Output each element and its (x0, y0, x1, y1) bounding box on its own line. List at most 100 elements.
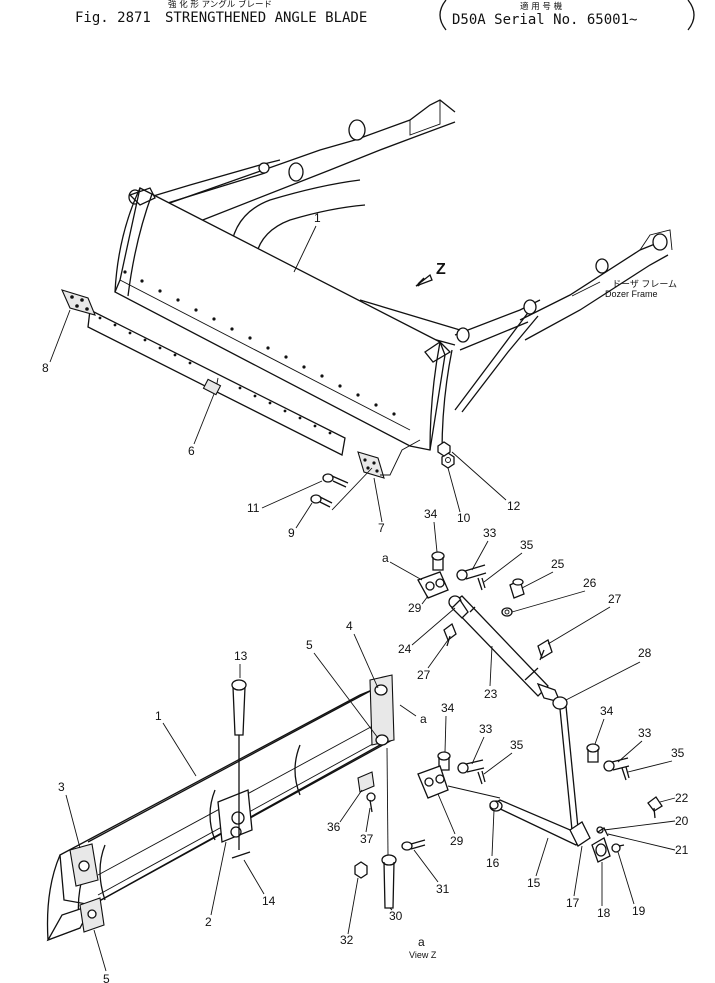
callout-33-mid: 33 (479, 722, 493, 736)
nut-32 (354, 861, 368, 879)
callout-32: 32 (340, 933, 354, 947)
callout-35-top: 35 (520, 538, 534, 552)
callout-18: 18 (597, 906, 611, 920)
block-17 (569, 821, 591, 847)
serial-bracket-right (687, 0, 695, 31)
pin-30 (381, 747, 397, 909)
title-japanese: 強 化 形 アングル ブレード (168, 0, 272, 10)
end-bit-left (61, 289, 96, 316)
callout-6: 6 (188, 444, 195, 458)
callout-28: 28 (638, 646, 652, 660)
tilt-cylinder-23 (448, 595, 549, 697)
bolt-31 (401, 839, 426, 851)
callout-13: 13 (234, 649, 248, 663)
washer-26 (501, 607, 513, 617)
serial-bracket-left (439, 0, 447, 31)
callout-37: 37 (360, 832, 374, 846)
callout-19: 19 (632, 904, 646, 918)
plate-36 (357, 771, 375, 793)
figure-number: Fig. 2871 (75, 10, 151, 26)
callout-35-mid: 35 (510, 738, 524, 752)
callout-10: 10 (457, 511, 471, 525)
brace-15 (489, 799, 583, 846)
fitting-21 (597, 827, 609, 837)
callout-34-top: 34 (424, 507, 438, 521)
callout-7: 7 (378, 521, 385, 535)
callout-5-top: 5 (306, 638, 313, 652)
callout-26: 26 (583, 576, 597, 590)
callout-27-right: 27 (608, 592, 622, 606)
pin-34-mid (437, 751, 451, 771)
view-marker: a (418, 935, 425, 949)
view-title: View Z (409, 950, 437, 960)
callout-29-top: 29 (408, 601, 422, 615)
fitting-27-upper (537, 639, 553, 661)
dozer-frame-label-jp: ドーザ フレーム (612, 279, 677, 289)
cutting-edge (87, 309, 346, 456)
cotter-35-right (621, 766, 630, 781)
callout-33-right: 33 (638, 726, 652, 740)
detail-a-lower: a (420, 712, 427, 726)
end-bracket-3 (69, 843, 99, 887)
callout-29-lower: 29 (450, 834, 464, 848)
callout-5-bottom: 5 (103, 972, 110, 983)
end-bit-right (357, 451, 385, 479)
pin-33-top (456, 564, 487, 581)
callout-36: 36 (327, 820, 341, 834)
callout-30: 30 (389, 909, 403, 923)
washer-12 (437, 441, 451, 457)
callout-1-upper: 1 (314, 211, 321, 225)
callout-35-right: 35 (671, 746, 685, 760)
callout-23: 23 (484, 687, 498, 701)
callout-17: 17 (566, 896, 580, 910)
callout-14: 14 (262, 894, 276, 908)
callout-15: 15 (527, 876, 541, 890)
callout-33-top: 33 (483, 526, 497, 540)
pin-33-right (603, 757, 630, 772)
callout-1-lower: 1 (155, 709, 162, 723)
callout-2: 2 (205, 915, 212, 929)
bracket-29-lower (417, 765, 449, 799)
callout-12: 12 (507, 499, 521, 513)
shim-14 (231, 851, 251, 859)
cotter-35-mid (477, 770, 486, 785)
end-bit-leader (380, 439, 421, 476)
end-bracket-5-lower (79, 897, 105, 933)
pin-33-mid (457, 759, 485, 774)
callout-31: 31 (436, 882, 450, 896)
bolt-9 (310, 494, 333, 508)
grease-fitting-25 (509, 578, 525, 599)
figure-title: STRENGTHENED ANGLE BLADE (165, 10, 367, 26)
callout-16: 16 (486, 856, 500, 870)
cotter-35-top (477, 577, 486, 591)
blade-bolt-holes (123, 270, 396, 416)
detail-a-upper: a (382, 551, 389, 565)
z-direction-arrow: Z (415, 261, 446, 287)
fitting-22 (647, 796, 663, 819)
joint-24 (451, 598, 469, 619)
callouts: 1 8 6 11 9 7 10 12 34 33 35 25 26 27 24 … (42, 211, 689, 983)
bolt-19 (611, 843, 625, 853)
callout-9: 9 (288, 526, 295, 540)
callout-25: 25 (551, 557, 565, 571)
pin-13 (231, 679, 247, 850)
dozer-frame-leader (571, 281, 601, 297)
callout-24: 24 (398, 642, 412, 656)
pin-34-top (431, 551, 445, 571)
callout-8: 8 (42, 361, 49, 375)
callout-3: 3 (58, 780, 65, 794)
cutting-edge-holes (98, 316, 332, 435)
callout-20: 20 (675, 814, 689, 828)
fitting-16 (489, 800, 499, 810)
brace-leader (447, 785, 501, 799)
header: 強 化 形 アングル ブレード Fig. 2871 STRENGTHENED A… (75, 0, 695, 31)
serial-number: D50A Serial No. 65001~ (452, 12, 637, 28)
dozer-frame-label: Dozer Frame (605, 289, 658, 299)
collar-18 (591, 837, 611, 863)
callout-11: 11 (247, 501, 260, 515)
callout-21: 21 (675, 843, 689, 857)
bolt-37 (366, 792, 376, 813)
callout-22: 22 (675, 791, 689, 805)
dozer-frame (128, 99, 673, 413)
